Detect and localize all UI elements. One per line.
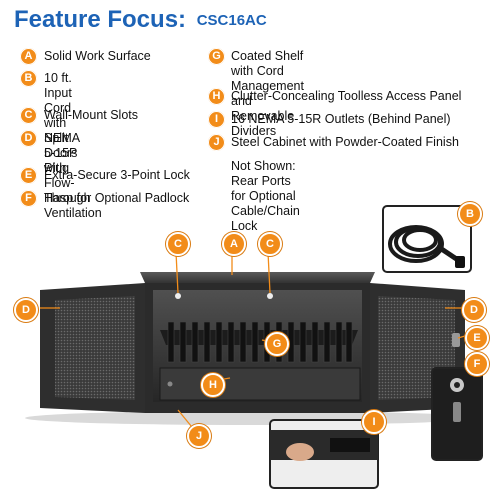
callout-h: H: [201, 373, 225, 397]
leader-lines: [40, 251, 466, 433]
badge-a: A: [20, 48, 37, 65]
callout-f: F: [465, 352, 489, 376]
callout-e: E: [465, 326, 489, 350]
callout-d-right: D: [462, 298, 486, 322]
badge-c: C: [20, 107, 37, 124]
left-door-mesh: [55, 296, 135, 400]
access-panel: [159, 367, 361, 401]
callout-g: G: [265, 332, 289, 356]
panel-screw: [167, 381, 173, 387]
hand-image: [286, 443, 314, 461]
feature-text-f: Hasp for Optional Padlock: [44, 191, 190, 205]
page-title: Feature Focus: CSC16AC: [14, 6, 267, 34]
badge-b: B: [20, 70, 37, 87]
badge-e: E: [20, 167, 37, 184]
cabinet-top: [140, 272, 375, 283]
feature-text-e: Extra-Secure 3-Point Lock: [44, 168, 190, 182]
badge-f: F: [20, 190, 37, 207]
feature-text-i: 16 NEMA 5-15R Outlets (Behind Panel): [231, 112, 451, 126]
hasp-loop: [453, 402, 461, 422]
floor-shadow: [25, 411, 475, 425]
model-number: CSC16AC: [196, 12, 267, 29]
wall-mount-slot-right: [267, 293, 273, 299]
callout-c-right: C: [258, 232, 282, 256]
power-cord-image: [388, 225, 444, 263]
feature-text-c: Wall-Mount Slots: [44, 108, 139, 122]
badge-d: D: [20, 130, 37, 147]
cord-plug: [455, 256, 465, 268]
feature-text-a: Solid Work Surface: [44, 49, 151, 63]
badge-g: G: [208, 48, 225, 65]
callout-c-left: C: [166, 232, 190, 256]
badge-h: H: [208, 88, 225, 105]
callout-a: A: [222, 232, 246, 256]
badge-j: J: [208, 134, 225, 151]
feature-text-b: 10 ft. Input Cord with NEMA 5-15P Plug: [44, 71, 80, 175]
feature-text-d: Split Doors with Flow-Through Ventilatio…: [44, 131, 102, 220]
feature-text-not-shown: Not Shown: Rear Ports for Optional Cable…: [231, 159, 300, 233]
wall-mount-slot-left: [175, 293, 181, 299]
feature-text-j: Steel Cabinet with Powder-Coated Finish: [231, 135, 459, 149]
feature-text-g: Coated Shelf with Cord Management and Re…: [231, 49, 304, 138]
badge-i: I: [208, 111, 225, 128]
callout-i: I: [362, 410, 386, 434]
callout-b: B: [458, 202, 482, 226]
feature-text-h: Clutter-Concealing Toolless Access Panel: [231, 89, 462, 103]
callout-j: J: [187, 424, 211, 448]
door-lock: [452, 333, 460, 347]
callout-d-left: D: [14, 298, 38, 322]
title-text: Feature Focus:: [14, 6, 187, 33]
